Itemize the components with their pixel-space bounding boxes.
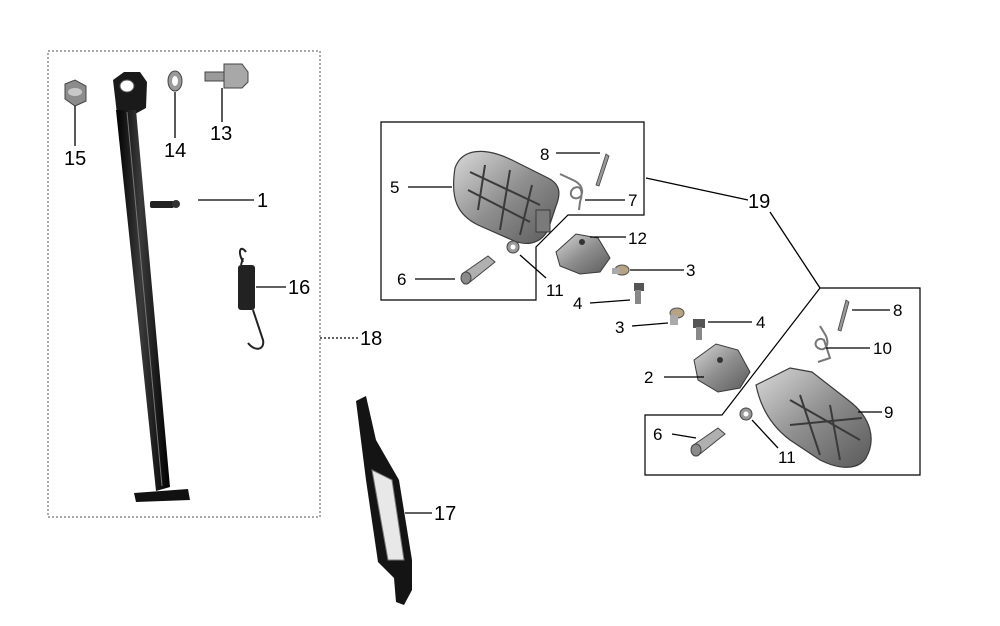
left-footpeg-part bbox=[452, 150, 560, 245]
callout-8-lower: 8 bbox=[893, 301, 902, 320]
callout-16: 16 bbox=[288, 277, 310, 299]
bolt-lower-part bbox=[693, 319, 705, 340]
right-torsion-spring-part bbox=[814, 325, 832, 363]
callout-17: 17 bbox=[434, 503, 456, 525]
right-footpeg-part bbox=[755, 367, 872, 468]
left-bracket-part bbox=[555, 233, 611, 275]
callout-4-upper: 4 bbox=[573, 294, 582, 313]
left-torsion-spring-part bbox=[559, 173, 584, 211]
kickstand-part bbox=[113, 72, 190, 502]
callout-18: 18 bbox=[360, 328, 382, 350]
left-washer-part bbox=[506, 240, 520, 254]
screw-upper-part bbox=[612, 264, 630, 276]
callout-19: 19 bbox=[748, 191, 770, 213]
callout-2: 2 bbox=[644, 368, 653, 387]
right-washer-part bbox=[739, 407, 753, 421]
leader-lines bbox=[74, 88, 890, 514]
callout-6-upper: 6 bbox=[397, 270, 406, 289]
callout-5: 5 bbox=[390, 178, 399, 197]
spring-part bbox=[238, 247, 265, 350]
left-cotter-pin-part bbox=[595, 153, 610, 187]
callout-11-lower: 11 bbox=[778, 448, 796, 467]
callout-1: 1 bbox=[257, 190, 268, 212]
callout-8-upper: 8 bbox=[540, 145, 549, 164]
screw-lower-part bbox=[669, 307, 685, 325]
callout-3-upper: 3 bbox=[686, 261, 695, 280]
callout-7: 7 bbox=[628, 191, 637, 210]
bolt-part bbox=[204, 63, 249, 89]
right-bracket-part bbox=[693, 343, 751, 393]
callout-3-lower: 3 bbox=[615, 318, 624, 337]
callout-13: 13 bbox=[210, 123, 232, 145]
callout-11-upper: 11 bbox=[546, 281, 564, 300]
callout-4-lower: 4 bbox=[756, 313, 765, 332]
callout-6-lower: 6 bbox=[653, 425, 662, 444]
right-cotter-pin-part bbox=[837, 299, 850, 332]
left-pivot-pin-part bbox=[460, 255, 496, 285]
nut-part bbox=[64, 79, 87, 107]
right-pivot-pin-part bbox=[690, 427, 726, 457]
washer-part bbox=[167, 70, 183, 92]
left-footrest-group-frame bbox=[380, 121, 645, 301]
callout-12: 12 bbox=[628, 229, 647, 248]
bolt-upper-part bbox=[634, 283, 644, 304]
callout-14: 14 bbox=[164, 140, 186, 162]
right-footrest-group-frame bbox=[644, 287, 921, 476]
callout-9: 9 bbox=[884, 403, 893, 422]
callout-10: 10 bbox=[873, 339, 892, 358]
kickstand-group-frame bbox=[47, 50, 321, 518]
stand-arm-part bbox=[356, 396, 412, 605]
callout-15: 15 bbox=[64, 148, 86, 170]
